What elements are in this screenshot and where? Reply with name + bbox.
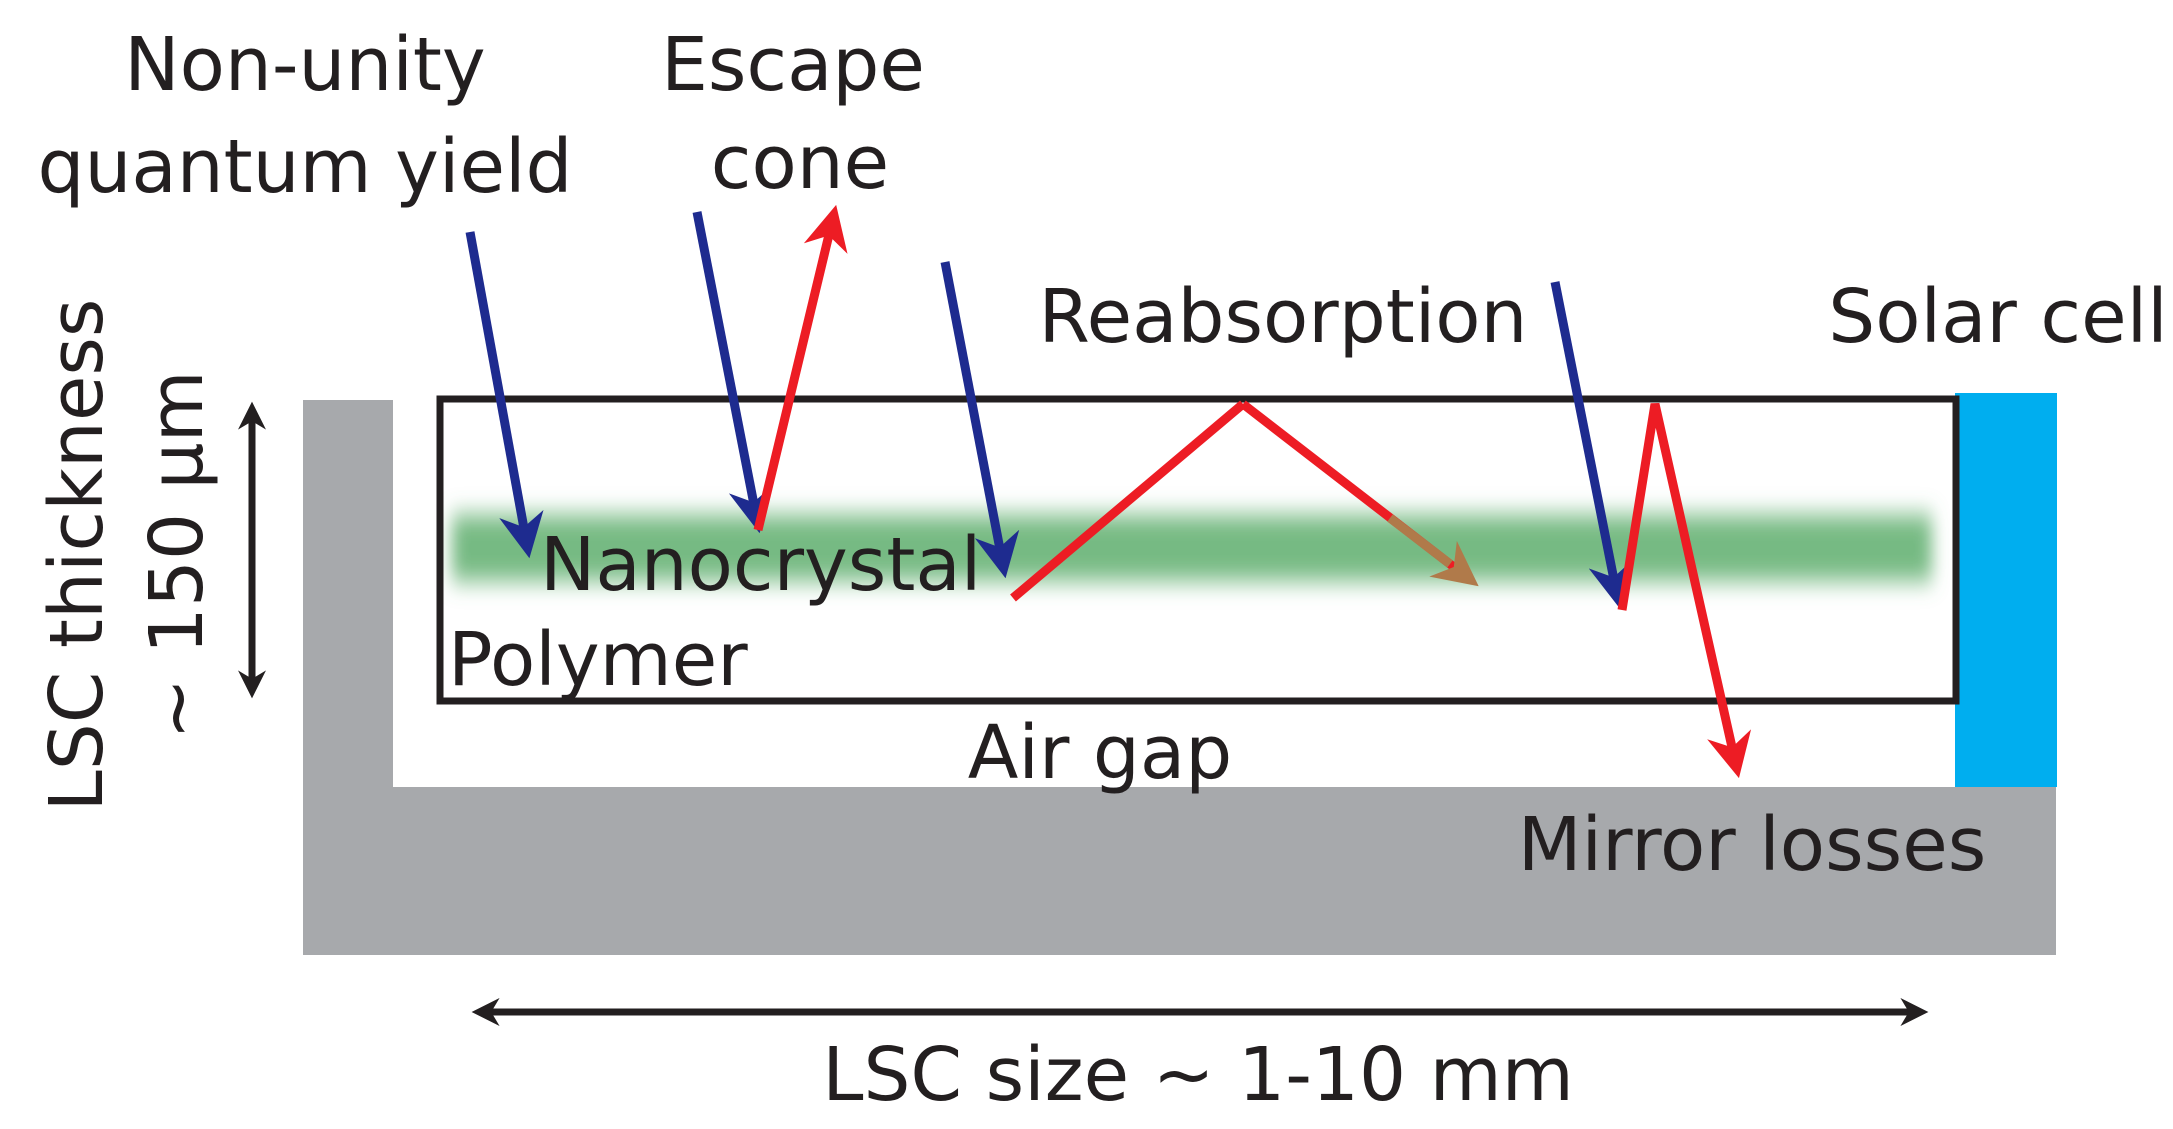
label-mirror-losses: Mirror losses bbox=[1518, 802, 1987, 888]
label-escape-line2: cone bbox=[711, 120, 889, 206]
label-air-gap: Air gap bbox=[968, 710, 1232, 796]
incident-ray-3 bbox=[940, 261, 1020, 579]
reabsorption-ray-up bbox=[1010, 400, 1246, 602]
label-polymer: Polymer bbox=[448, 617, 748, 703]
polymer-slab bbox=[436, 395, 1960, 705]
label-thickness-line2: ~ 150 µm bbox=[134, 370, 220, 739]
solar-cell bbox=[1955, 393, 2057, 787]
label-nonunity-line1: Non-unity bbox=[124, 22, 485, 108]
label-size: LSC size ~ 1-10 mm bbox=[822, 1032, 1574, 1118]
mirror-substrate bbox=[303, 400, 2056, 955]
label-escape-line1: Escape bbox=[661, 22, 925, 108]
label-nonunity-line2: quantum yield bbox=[37, 124, 572, 210]
escape-ray bbox=[753, 204, 848, 532]
label-nanocrystal: Nanocrystal bbox=[540, 522, 981, 608]
incident-ray-2 bbox=[692, 211, 774, 534]
incident-ray-4 bbox=[1550, 281, 1633, 609]
label-solar-cell: Solar cell bbox=[1828, 274, 2167, 360]
mirror-loss-ray bbox=[1617, 403, 1752, 779]
label-reabsorption: Reabsorption bbox=[1039, 274, 1528, 360]
label-thickness-line1: LSC thickness bbox=[34, 299, 120, 812]
reabsorption-ray-down-tint bbox=[1387, 514, 1453, 568]
incident-ray-1 bbox=[465, 231, 544, 559]
